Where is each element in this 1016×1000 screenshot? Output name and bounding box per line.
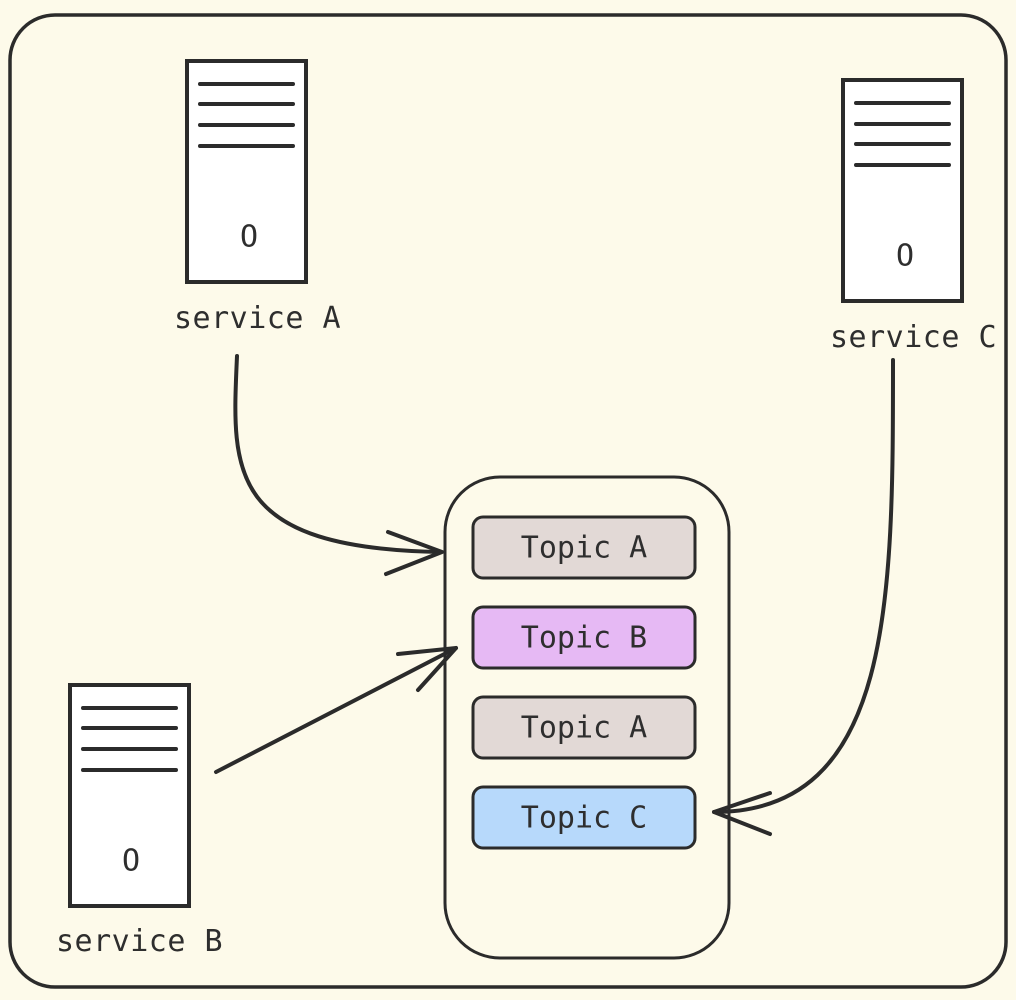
arrow-service-b-to-topic-b (214, 646, 458, 774)
service-c-label: service C (830, 320, 997, 355)
topic-label: Topic C (521, 801, 647, 836)
service-a-node[interactable]: O service A (174, 59, 341, 336)
topic-item[interactable]: Topic C (471, 785, 697, 850)
power-glyph: O (122, 844, 140, 879)
server-icon: O (185, 59, 308, 284)
topic-box (471, 605, 697, 670)
topic-item[interactable]: Topic B (471, 605, 697, 670)
service-a-label: service A (174, 301, 341, 336)
topic-box (471, 695, 697, 760)
service-c-node[interactable]: O service C (830, 78, 997, 355)
topic-item[interactable]: Topic A (471, 515, 697, 580)
arrow-service-a-to-topic-a (233, 354, 444, 576)
topic-box (471, 785, 697, 850)
topic-item[interactable]: Topic A (471, 695, 697, 760)
topic-box (471, 515, 697, 580)
server-icon: O (841, 78, 964, 303)
arrow-service-c-to-topic-c (712, 358, 895, 836)
topic-label: Topic A (521, 531, 647, 566)
service-b-label: service B (56, 924, 223, 959)
power-glyph: O (896, 239, 914, 274)
server-icon: O (68, 683, 191, 908)
topic-label: Topic A (521, 711, 647, 746)
topic-broker[interactable]: Topic A Topic B Topic A Topic C (443, 475, 731, 960)
power-glyph: O (240, 220, 258, 255)
topic-label: Topic B (521, 621, 647, 656)
service-b-node[interactable]: O service B (56, 683, 223, 959)
